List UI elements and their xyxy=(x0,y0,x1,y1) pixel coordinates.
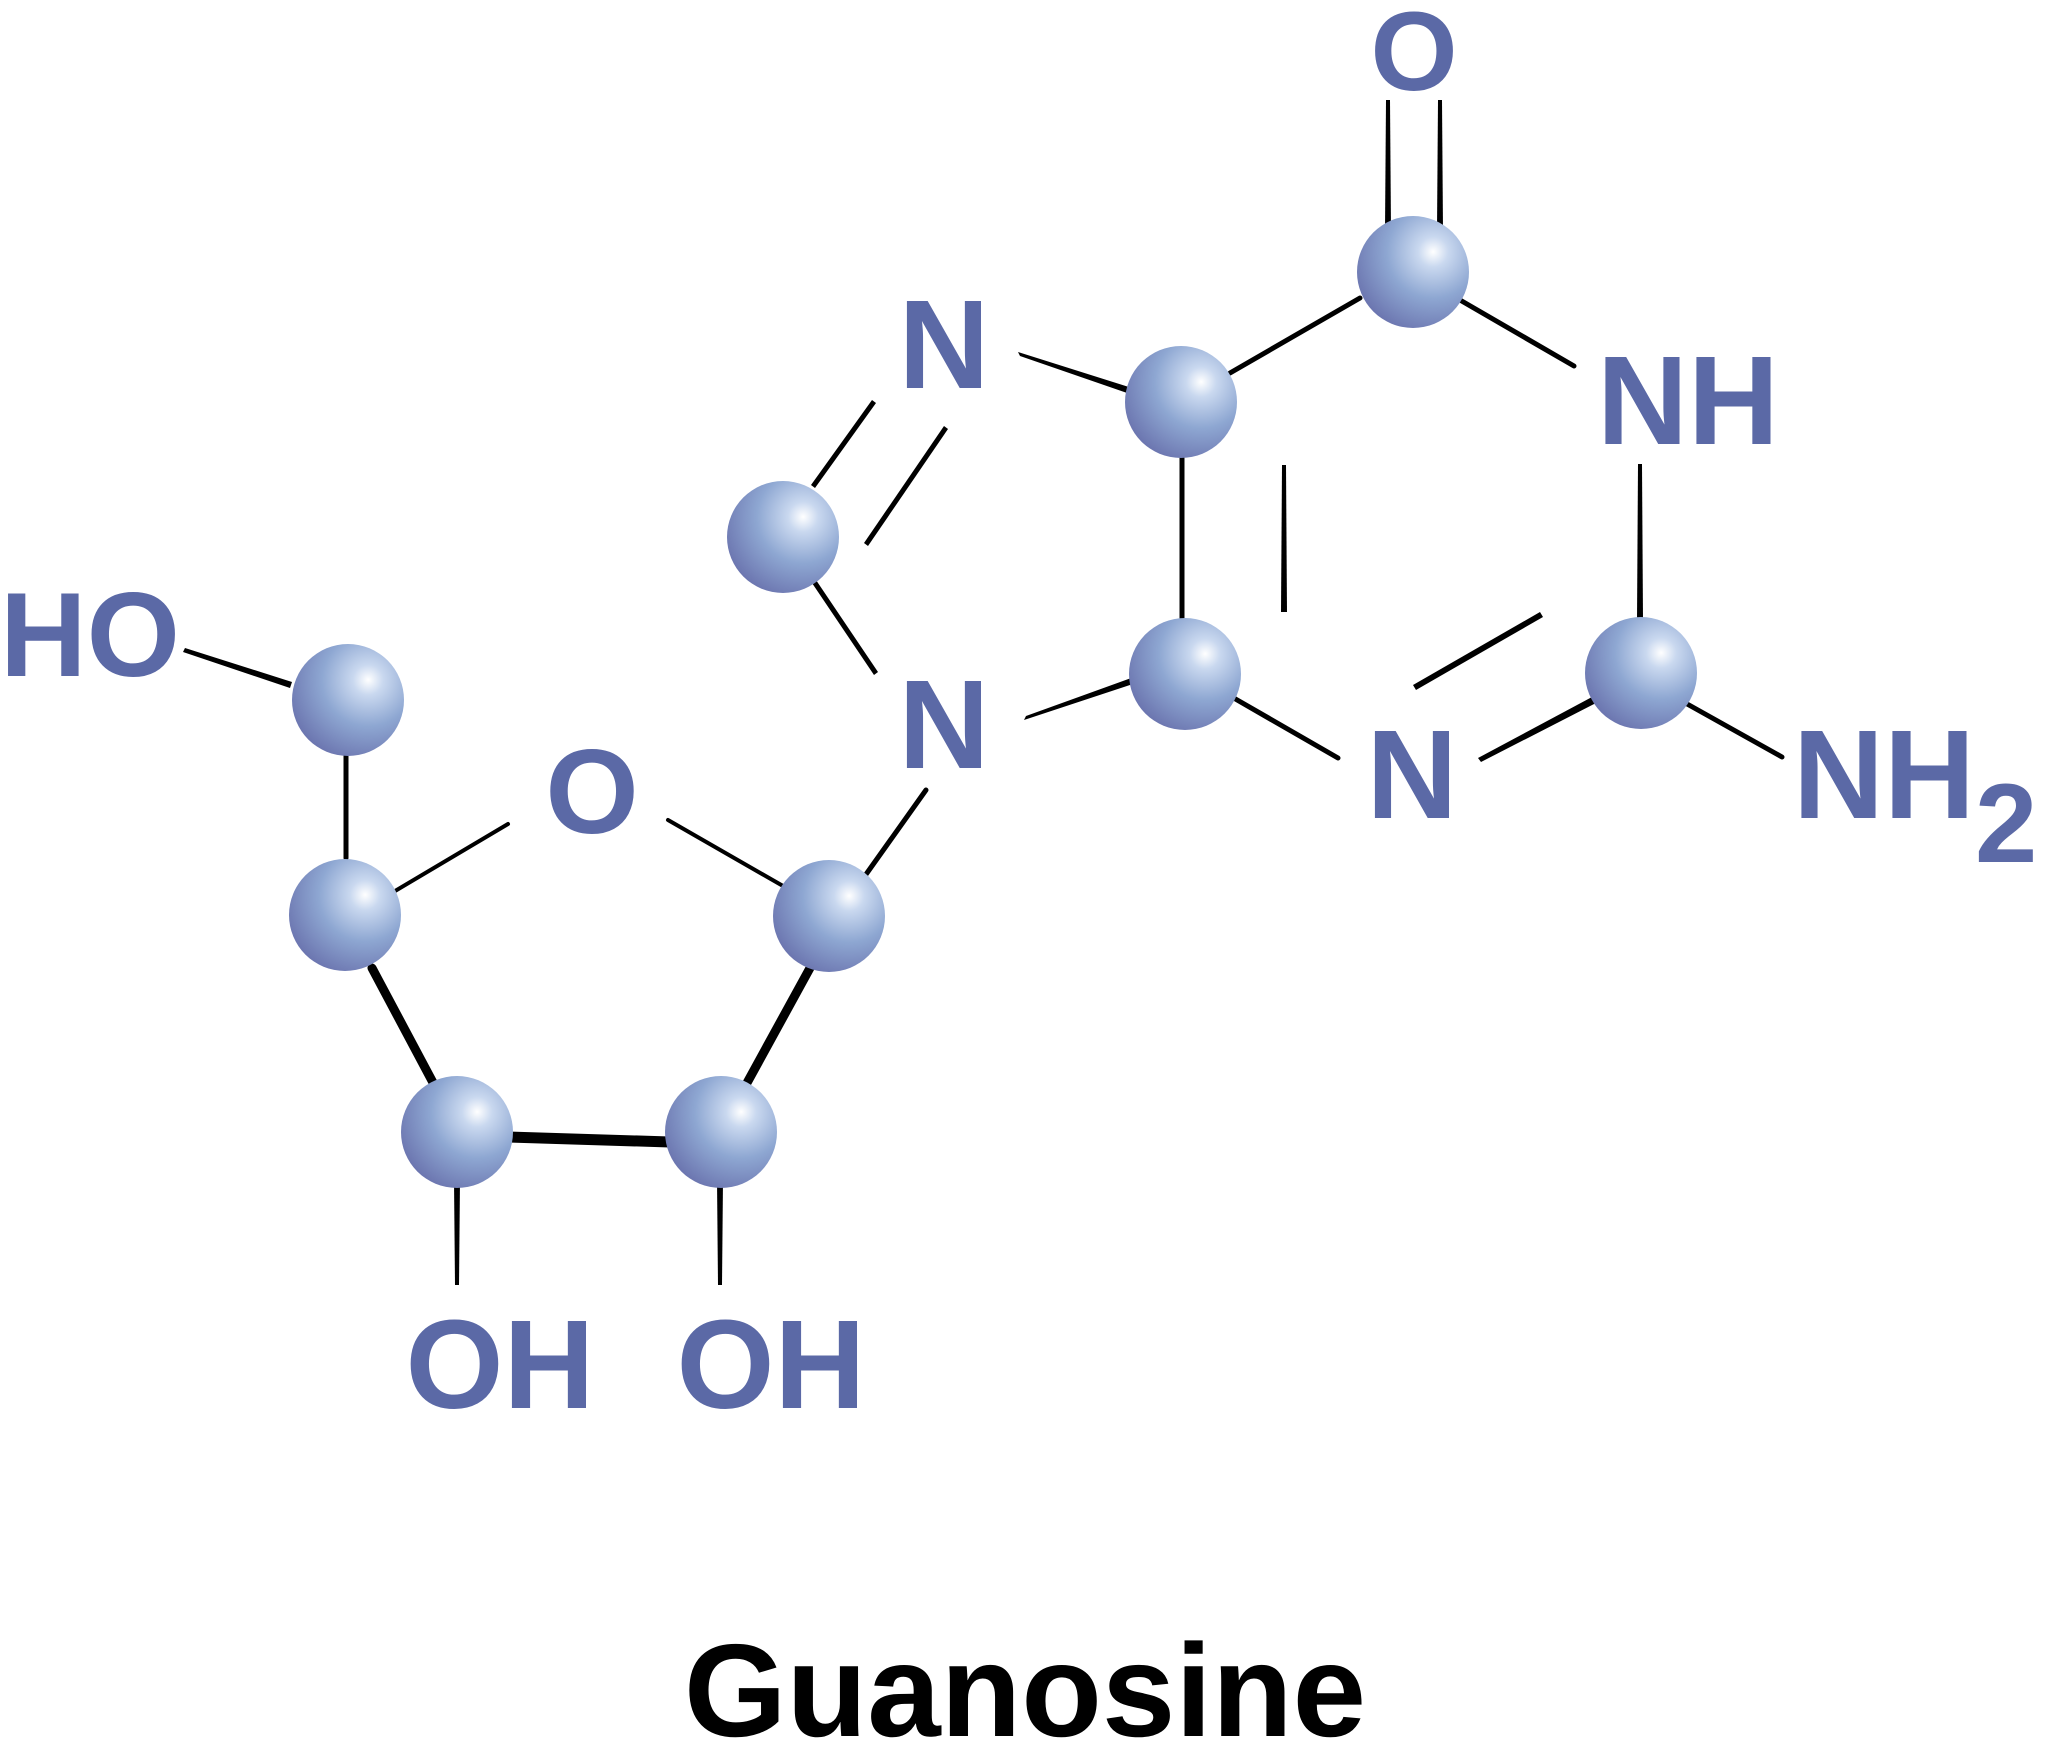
atom-c8 xyxy=(727,481,839,593)
bond-c6-c5 xyxy=(1227,295,1363,376)
label-oh-2prime: OH xyxy=(677,1294,866,1435)
atom-c6 xyxy=(1357,216,1469,328)
bond-c4-c5-double xyxy=(1281,465,1287,612)
atom-c2prime xyxy=(665,1076,777,1188)
bond-oring-c4prime xyxy=(388,822,510,896)
bond-c2-nh2 xyxy=(1677,697,1785,760)
bond-c1prime-c2prime xyxy=(737,963,815,1097)
bonds xyxy=(183,100,1785,1285)
bond-c8-n9 xyxy=(812,580,878,675)
label-nh2: NH2 xyxy=(1793,704,2037,886)
atom-c2 xyxy=(1585,617,1697,729)
label-n9: N xyxy=(899,654,990,795)
atom-c4prime xyxy=(289,859,401,971)
bond-n1-c2 xyxy=(1637,464,1643,620)
carbon-atoms xyxy=(289,216,1697,1188)
atom-labels: O N N NH N NH2 HO O OH OH xyxy=(0,0,2037,1435)
label-n7: N xyxy=(899,274,990,415)
bond-c4prime-c3prime xyxy=(367,963,443,1097)
bond-n9-c4 xyxy=(1024,677,1136,720)
bond-c2-n3 xyxy=(1478,697,1596,762)
bond-n9-c1prime xyxy=(859,787,929,883)
atom-c1prime xyxy=(773,860,885,972)
label-oh-3prime: OH xyxy=(406,1294,595,1435)
bond-oring-c1prime xyxy=(666,818,792,892)
bond-c3prime-c2prime xyxy=(502,1131,676,1148)
label-nh2-subscript: 2 xyxy=(1975,761,2037,886)
atom-c4 xyxy=(1129,618,1241,730)
bond-c5-n7 xyxy=(1018,352,1132,394)
atom-c5 xyxy=(1125,346,1237,458)
bond-c2-n3-double xyxy=(1413,612,1543,690)
label-n3: N xyxy=(1367,704,1458,845)
bond-c2prime-oh xyxy=(717,1180,723,1285)
molecule-title: Guanosine xyxy=(684,1617,1366,1756)
bond-n3-c4 xyxy=(1229,694,1341,761)
bond-c5prime-ho xyxy=(183,648,292,688)
atom-c3prime xyxy=(401,1076,513,1188)
label-ho-5prime: HO xyxy=(0,568,180,702)
label-o-carbonyl: O xyxy=(1370,0,1457,114)
bond-c6-n1 xyxy=(1457,297,1577,369)
label-n1: NH xyxy=(1597,330,1779,471)
bond-co-right xyxy=(1437,100,1443,230)
bond-c3prime-oh xyxy=(454,1180,460,1285)
atom-c5prime xyxy=(292,644,404,756)
bond-co-left xyxy=(1385,100,1391,230)
label-nh2-main: NH xyxy=(1793,704,1975,845)
bond-n7-c8-double xyxy=(864,426,948,546)
bond-n7-c8 xyxy=(811,400,876,488)
label-o-ring: O xyxy=(545,725,638,859)
